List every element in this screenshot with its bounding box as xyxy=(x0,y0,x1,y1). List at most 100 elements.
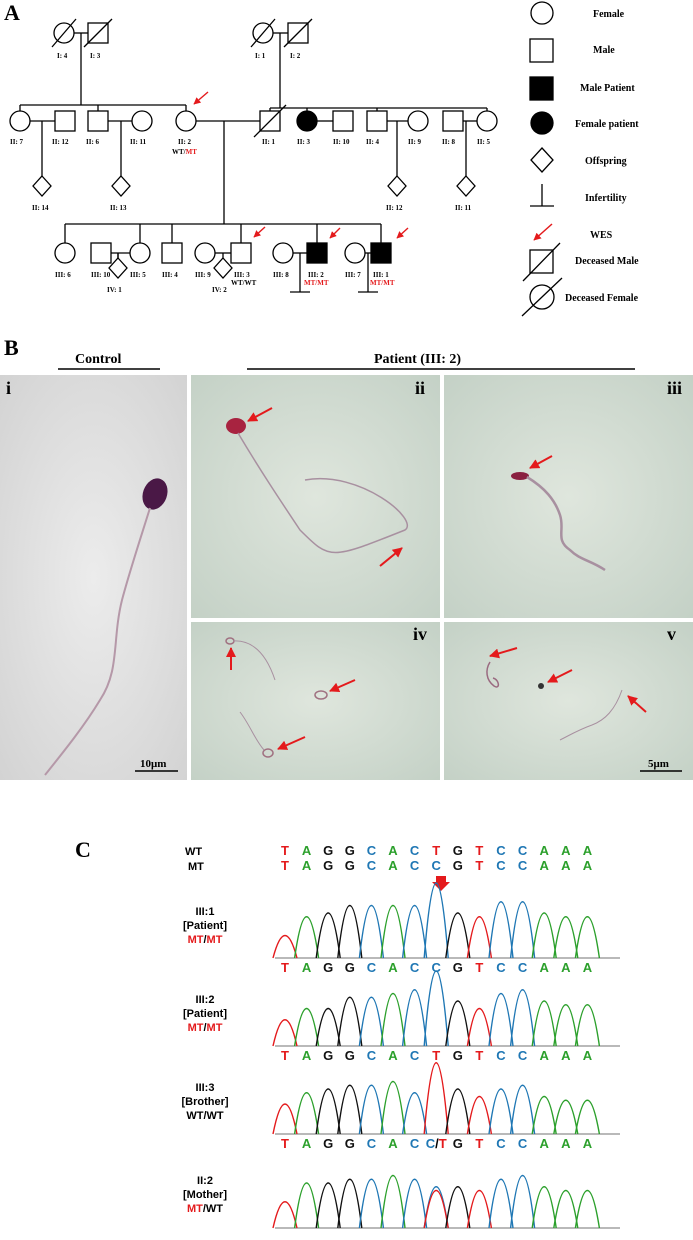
pedigree-male xyxy=(55,111,75,131)
chromatogram-peak xyxy=(554,1005,578,1046)
chromatogram-peak xyxy=(554,1191,578,1229)
pedigree-id-label: II: 9 xyxy=(408,138,422,146)
chromatogram-trace: TAGGCACCGTCCAAA xyxy=(273,883,620,975)
mt-base: T xyxy=(475,858,483,873)
pedigree-id-label: II: 12 xyxy=(386,204,403,212)
mt-base: G xyxy=(323,858,333,873)
called-base: A xyxy=(561,960,571,975)
called-base: A xyxy=(583,1048,593,1063)
chromatogram-peak xyxy=(467,1009,491,1047)
chromatogram-peak xyxy=(359,997,383,1046)
pedigree-id-label: IV: 1 xyxy=(107,286,122,294)
chromatograms: TAGGCACCGTCCAAATAGGCACTGTCCAAATAGGCACC/T… xyxy=(273,883,620,1228)
called-base: G xyxy=(323,1136,333,1151)
chromatogram-peak xyxy=(295,1009,319,1047)
sample-role: [Brother] xyxy=(181,1096,228,1108)
called-base: A xyxy=(561,1136,571,1151)
pedigree-female xyxy=(132,111,152,131)
wt-base: C xyxy=(518,843,528,858)
pedigree-id-label: I: 3 xyxy=(90,52,101,60)
micrograph-label-v: v xyxy=(667,624,676,644)
legend-label-male-patient: Male Patient xyxy=(580,83,635,94)
chromatogram-peak xyxy=(403,1179,427,1228)
wt-base: G xyxy=(453,843,463,858)
legend-offspring-icon xyxy=(531,148,553,172)
chromatogram-peak xyxy=(295,917,319,958)
wt-base: A xyxy=(388,843,398,858)
chromatogram-peak xyxy=(273,936,297,959)
pedigree-offspring xyxy=(112,176,130,196)
called-base: G xyxy=(453,960,463,975)
wt-base: G xyxy=(345,843,355,858)
called-base: C xyxy=(410,1048,420,1063)
legend-label-female: Female xyxy=(593,9,625,20)
chromatogram-peak xyxy=(359,906,383,959)
legend-label-male: Male xyxy=(593,45,615,56)
micrograph-label-ii: ii xyxy=(415,378,425,398)
sample-role: [Mother] xyxy=(183,1189,227,1201)
chromatogram-peak xyxy=(554,917,578,958)
pedigree-id-label: III: 10 xyxy=(91,271,111,279)
pedigree-id-label: II: 8 xyxy=(442,138,456,146)
genotype-iii3: WT/WT xyxy=(231,279,257,287)
panel-label-b: B xyxy=(4,335,19,360)
sample-role: [Patient] xyxy=(183,1008,227,1020)
pedigree-male-iii3 xyxy=(231,243,251,263)
pedigree-female xyxy=(273,243,293,263)
mt-base: A xyxy=(561,858,571,873)
chromatogram-peak xyxy=(554,1100,578,1134)
pedigree-male xyxy=(443,111,463,131)
sample-id: III:3 xyxy=(196,1082,215,1094)
called-base: A xyxy=(302,1048,312,1063)
chromatogram-peak xyxy=(338,997,362,1046)
pedigree-female xyxy=(345,243,365,263)
wes-arrow xyxy=(330,228,340,238)
pedigree-female xyxy=(195,243,215,263)
pedigree-id-label: II: 13 xyxy=(110,204,127,212)
called-base: A xyxy=(583,960,593,975)
chromatogram-trace: TAGGCACC/TGTCCAAA xyxy=(273,1063,620,1151)
chromatogram-peak xyxy=(446,913,470,958)
pedigree-male xyxy=(91,243,111,263)
chromatogram-peak xyxy=(489,1179,513,1228)
called-base: C xyxy=(410,1136,420,1151)
pedigree-id-label: III: 8 xyxy=(273,271,289,279)
pedigree-id-label: II: 14 xyxy=(32,204,49,212)
pedigree-id-label: I: 1 xyxy=(255,52,266,60)
genotype-iii2: MT/MT xyxy=(304,279,329,287)
pedigree-male xyxy=(367,111,387,131)
called-base: C xyxy=(518,1136,528,1151)
sample-id: III:1 xyxy=(196,906,215,918)
wt-base: A xyxy=(540,843,550,858)
micrograph-iv: iv xyxy=(191,622,440,780)
legend-female-patient-icon xyxy=(531,112,553,134)
pedigree-id-label: II: 11 xyxy=(130,138,147,146)
called-base: C xyxy=(367,1048,377,1063)
scale-label-patient: 5μm xyxy=(648,758,669,770)
pedigree-id-label: II: 7 xyxy=(10,138,24,146)
micrograph-iii: iii xyxy=(444,375,693,618)
ref-label-wt: WT xyxy=(185,846,202,858)
legend-labels: Female Male Male Patient Female patient … xyxy=(565,9,639,304)
chromatogram-peak xyxy=(381,994,405,1047)
mt-base: C xyxy=(410,858,420,873)
chromatogram-peak xyxy=(532,1001,556,1046)
legend-label-female-patient: Female patient xyxy=(575,119,639,130)
pedigree-id-label: III: 3 xyxy=(234,271,250,279)
legend-female-icon xyxy=(531,2,553,24)
called-base: C xyxy=(518,1048,528,1063)
chromatogram-trace xyxy=(273,1176,620,1229)
legend-label-wes: WES xyxy=(590,230,613,241)
chromatogram-peak xyxy=(403,990,427,1046)
chromatogram-peak xyxy=(467,1191,491,1229)
legend-label-deceased-male: Deceased Male xyxy=(575,256,639,267)
pedigree-id-label: I: 2 xyxy=(290,52,301,60)
chromatogram-peak xyxy=(316,1183,340,1228)
chromatogram-peak xyxy=(489,994,513,1047)
chromatogram-peak xyxy=(273,1020,297,1046)
chromatogram-peak xyxy=(381,1176,405,1229)
pedigree-id-label: II: 2 xyxy=(178,138,192,146)
wt-base: C xyxy=(367,843,377,858)
sample-genotype: WT/WT xyxy=(186,1110,224,1122)
chromatogram-peak xyxy=(467,917,491,958)
